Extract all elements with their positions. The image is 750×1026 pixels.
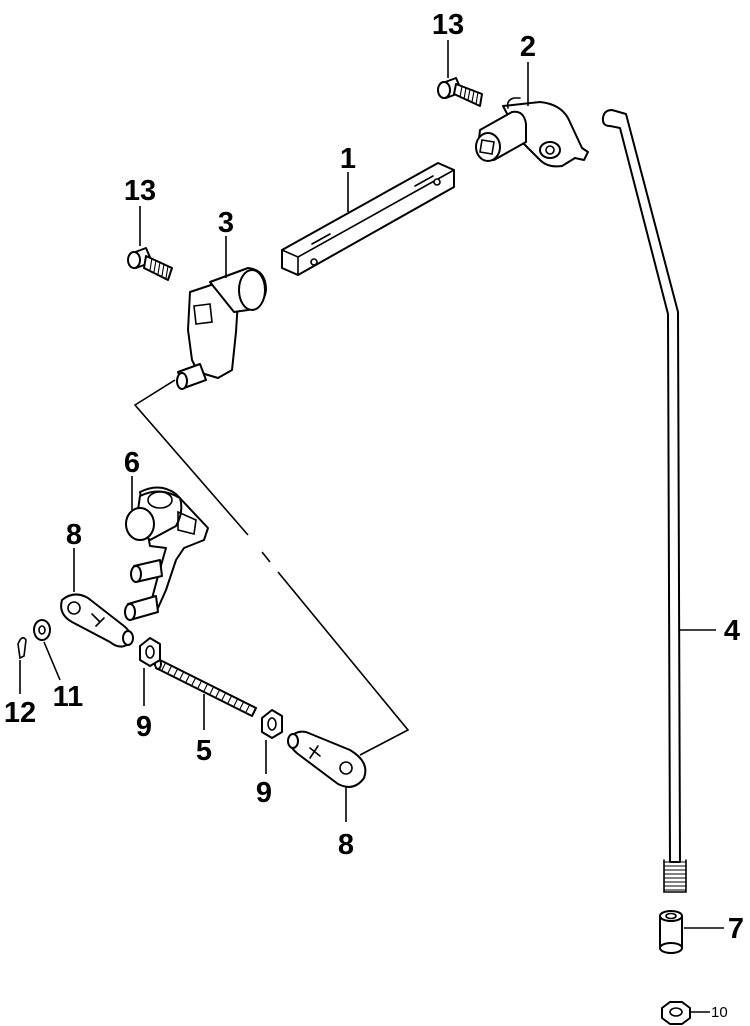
callout-13-upper: 13 bbox=[432, 9, 464, 41]
callout-5: 5 bbox=[196, 735, 212, 767]
rod-end-part-8-left bbox=[60, 593, 134, 648]
callout-1: 1 bbox=[340, 143, 356, 175]
screw-part-13-lower bbox=[127, 247, 173, 281]
callout-8-upper: 8 bbox=[66, 519, 82, 551]
callout-9-right: 9 bbox=[256, 777, 272, 809]
upper-lever-part-2 bbox=[475, 97, 589, 168]
rod-end-part-8-right bbox=[287, 730, 367, 788]
callout-13-lower: 13 bbox=[124, 175, 156, 207]
assembly-connection-lines bbox=[133, 379, 410, 756]
callout-9-left: 9 bbox=[136, 711, 152, 743]
bracket-part-6 bbox=[124, 486, 209, 621]
callout-8-lower: 8 bbox=[338, 829, 354, 861]
lower-lever-part-3 bbox=[176, 267, 267, 390]
callout-6: 6 bbox=[124, 447, 140, 479]
nut-part-9-right bbox=[261, 709, 283, 739]
callout-2: 2 bbox=[520, 31, 536, 63]
washer-part-11 bbox=[33, 619, 51, 641]
screw-part-13-upper bbox=[437, 77, 483, 107]
callout-11: 11 bbox=[53, 681, 84, 713]
coupling-part-7 bbox=[659, 910, 683, 954]
nut-part-9-left bbox=[139, 637, 161, 667]
callout-3: 3 bbox=[218, 207, 234, 239]
square-shaft-part-1 bbox=[281, 162, 455, 276]
cotter-pin-part-12 bbox=[17, 636, 27, 660]
control-rod-part-4 bbox=[601, 109, 687, 893]
callout-10: 10 bbox=[711, 1004, 728, 1021]
nut-part-10 bbox=[661, 1001, 691, 1025]
callout-12: 12 bbox=[4, 697, 36, 729]
leader-11 bbox=[43, 641, 61, 681]
threaded-rod-part-5 bbox=[154, 658, 257, 717]
callout-7: 7 bbox=[728, 913, 744, 945]
callout-4: 4 bbox=[724, 615, 740, 647]
